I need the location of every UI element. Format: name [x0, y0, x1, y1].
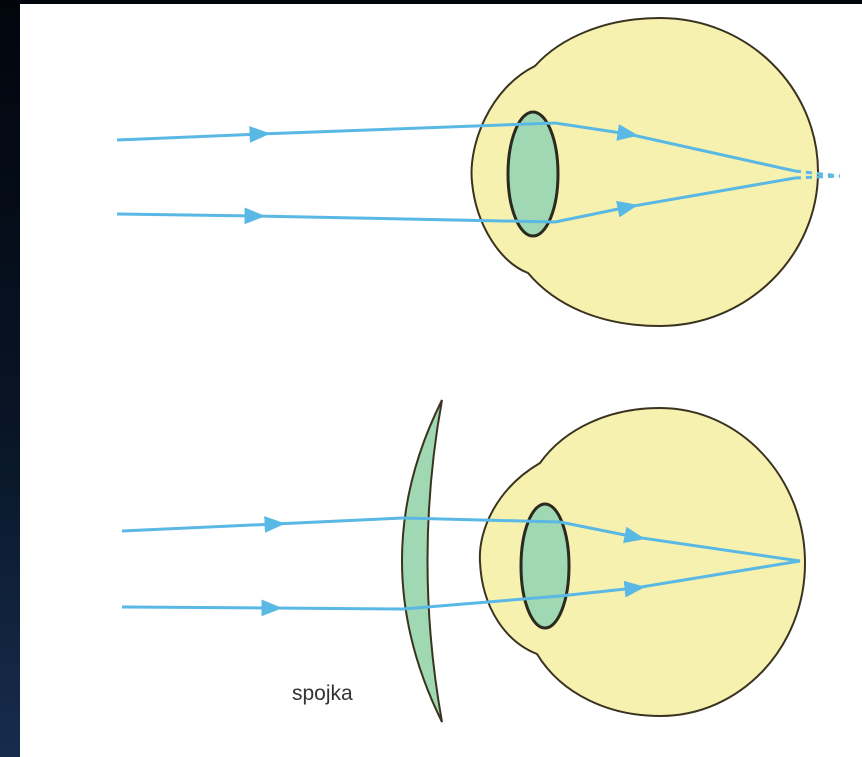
bottom-ray-1-in-b [275, 518, 403, 524]
top-eye-lens [508, 112, 558, 236]
bottom-ray-1-in [122, 524, 275, 531]
corrective-lens [402, 400, 442, 722]
bottom-ray-2-in [122, 607, 272, 608]
uncorrected-eye-group [117, 18, 840, 326]
top-ray-1-in [117, 134, 260, 140]
bottom-ray-2-in-b [272, 608, 403, 609]
lens-label: spojka [292, 682, 353, 705]
corrected-eye-group: spojka [122, 400, 805, 722]
top-ray-2-in [117, 214, 255, 216]
